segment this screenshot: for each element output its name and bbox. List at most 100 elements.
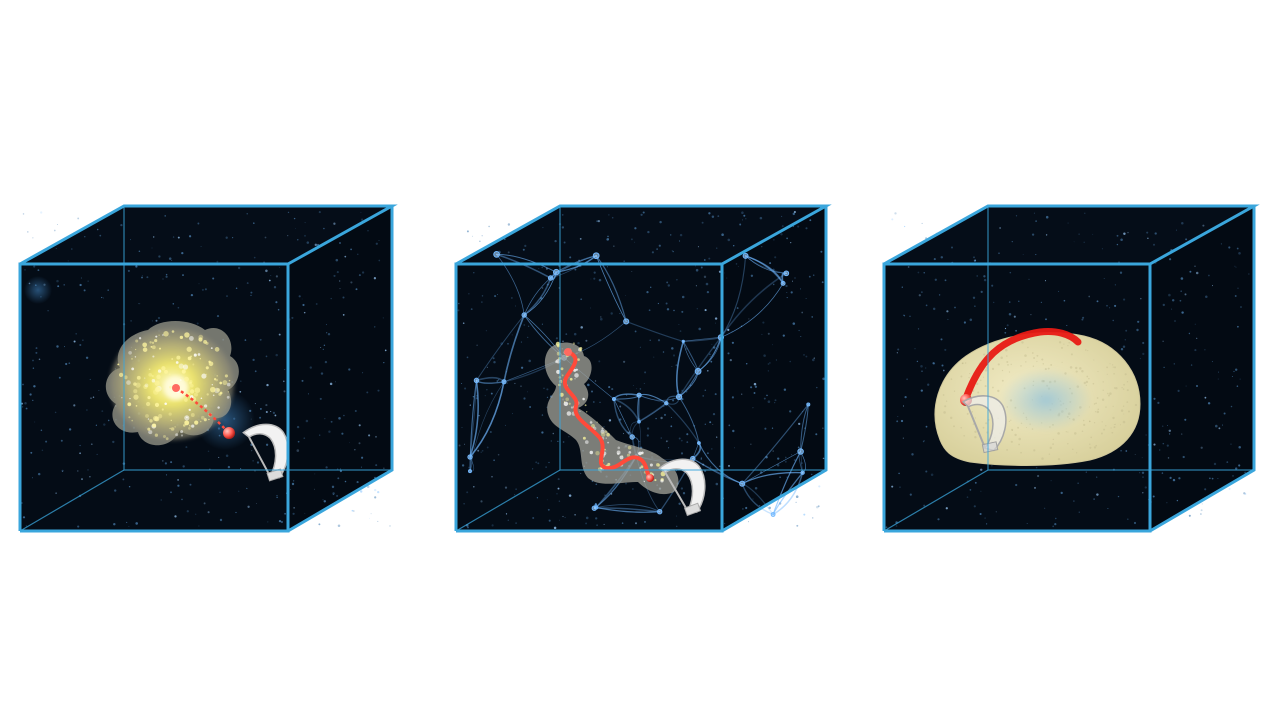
star-dot xyxy=(330,420,333,423)
star-dot xyxy=(527,325,530,327)
star-dot xyxy=(563,241,566,244)
star-dot xyxy=(791,280,794,282)
star-dot xyxy=(56,224,58,225)
star-dot xyxy=(466,356,469,359)
halo-particle xyxy=(226,395,230,399)
halo-particle xyxy=(170,427,175,431)
halo-particle xyxy=(178,363,184,369)
star-dot xyxy=(817,505,820,508)
star-dot xyxy=(667,440,669,442)
star-dot xyxy=(644,520,646,523)
star-dot xyxy=(1125,450,1128,452)
star-dot xyxy=(246,213,248,215)
halo-particle xyxy=(134,348,137,351)
star-dot xyxy=(811,316,813,318)
star-dot xyxy=(781,215,783,217)
star-dot xyxy=(752,407,754,409)
clump-particle xyxy=(574,373,579,378)
star-dot xyxy=(1188,332,1191,335)
star-dot xyxy=(917,271,920,274)
star-dot xyxy=(732,429,735,433)
star-dot xyxy=(374,488,377,492)
halo-particle xyxy=(219,381,223,385)
star-dot xyxy=(32,367,35,369)
star-dot xyxy=(90,443,93,446)
star-dot xyxy=(244,339,247,341)
blob-speckle xyxy=(997,363,1000,366)
blob-speckle xyxy=(1011,428,1014,431)
star-dot xyxy=(803,513,806,516)
star-dot xyxy=(541,266,543,269)
star-dot xyxy=(562,441,565,443)
blob-speckle xyxy=(1113,373,1115,375)
star-dot xyxy=(742,508,744,510)
star-dot xyxy=(541,323,543,325)
halo-particle xyxy=(118,372,124,378)
star-dot xyxy=(678,502,681,505)
star-dot xyxy=(265,410,268,414)
star-dot xyxy=(801,410,803,413)
blob-speckle xyxy=(972,423,975,425)
star-dot xyxy=(644,371,647,374)
blob-speckle xyxy=(1000,356,1003,359)
star-dot xyxy=(932,307,936,311)
star-dot xyxy=(252,358,255,362)
star-dot xyxy=(741,393,743,395)
star-dot xyxy=(330,297,332,300)
clump-particle xyxy=(619,455,624,460)
star-dot xyxy=(932,362,935,365)
star-dot xyxy=(523,324,526,326)
star-dot xyxy=(541,287,544,289)
star-dot xyxy=(596,220,599,223)
star-dot xyxy=(1209,477,1211,480)
star-dot xyxy=(1202,224,1205,227)
star-dot xyxy=(632,488,634,490)
star-dot xyxy=(338,417,341,420)
star-dot xyxy=(729,358,732,362)
star-dot xyxy=(484,395,486,397)
star-dot xyxy=(998,252,1000,255)
star-dot xyxy=(343,414,345,417)
blob-speckle xyxy=(983,353,986,356)
star-dot xyxy=(1092,233,1094,235)
star-dot xyxy=(318,523,321,526)
star-dot xyxy=(784,460,787,463)
star-dot xyxy=(925,304,928,307)
clump-particle xyxy=(565,397,570,402)
filament-strand xyxy=(625,320,684,342)
star-dot xyxy=(709,356,711,358)
star-dot xyxy=(702,463,705,466)
filament-strand xyxy=(676,340,685,398)
filament-strand xyxy=(523,277,552,316)
blob-speckle xyxy=(1111,364,1114,366)
star-dot xyxy=(663,413,667,416)
star-dot xyxy=(481,295,484,297)
star-dot xyxy=(992,301,995,304)
star-dot xyxy=(820,250,823,253)
clump-particle xyxy=(626,453,631,457)
star-dot xyxy=(680,439,683,442)
star-dot xyxy=(626,431,629,433)
star-dot xyxy=(58,376,61,379)
star-dot xyxy=(497,453,500,456)
star-dot xyxy=(520,341,522,343)
halo-particle xyxy=(148,372,153,377)
halo-particle xyxy=(171,330,175,333)
star-dot xyxy=(1168,293,1171,297)
star-dot xyxy=(45,440,48,443)
blob-speckle xyxy=(1102,381,1104,383)
star-dot xyxy=(933,362,936,365)
star-dot xyxy=(319,434,321,436)
star-dot xyxy=(1044,507,1046,509)
star-dot xyxy=(164,462,168,465)
star-dot xyxy=(681,310,684,313)
star-dot xyxy=(753,392,756,394)
star-dot xyxy=(672,354,676,357)
star-dot xyxy=(172,303,175,305)
blob-speckle xyxy=(985,366,988,369)
clump-particle xyxy=(604,430,608,434)
star-dot xyxy=(382,317,384,319)
blob-speckle xyxy=(1095,444,1098,447)
star-dot xyxy=(579,237,582,240)
star-dot xyxy=(1040,301,1043,304)
